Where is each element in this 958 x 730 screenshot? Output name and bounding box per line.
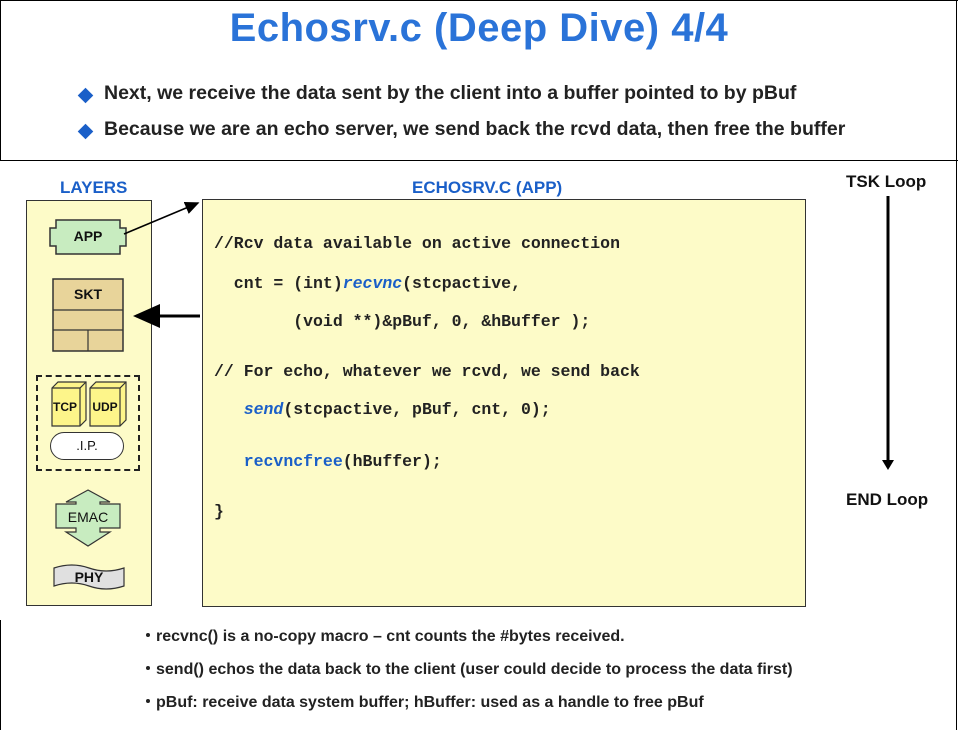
note-dot-icon bbox=[146, 632, 150, 637]
app-layer-box bbox=[49, 219, 127, 255]
tcp-label: TCP bbox=[53, 400, 77, 414]
code-comment-rcv: //Rcv data available on active connectio… bbox=[214, 234, 620, 253]
slide-title: Echosrv.c (Deep Dive) 4/4 bbox=[229, 6, 729, 50]
bullet-diamond-icon bbox=[77, 87, 94, 104]
code-line-recvnc-args: (void **)&pBuf, 0, &hBuffer ); bbox=[214, 312, 591, 331]
phy-layer-box bbox=[53, 564, 125, 590]
app-code-panel bbox=[202, 199, 806, 607]
bullet-1: Next, we receive the data sent by the cl… bbox=[104, 82, 797, 104]
ip-layer-box bbox=[50, 432, 124, 460]
ip-layer-label: .I.P. bbox=[76, 438, 98, 453]
skt-layer-label: SKT bbox=[74, 286, 102, 302]
phy-layer-label: PHY bbox=[74, 569, 104, 585]
note-send: send() echos the data back to the client… bbox=[146, 661, 793, 679]
transport-group bbox=[36, 375, 140, 471]
app-layer-label: APP bbox=[73, 228, 103, 244]
loop-end-label: END Loop bbox=[846, 490, 929, 509]
skt-layer-box bbox=[52, 278, 124, 352]
note-dot-icon bbox=[146, 665, 150, 670]
section-divider bbox=[0, 160, 958, 161]
frame-right-border bbox=[956, 0, 957, 730]
code-line-free: recvncfree(hBuffer); bbox=[243, 452, 442, 471]
code-closing-brace: } bbox=[214, 502, 224, 521]
bullet-2: Because we are an echo server, we send b… bbox=[104, 118, 846, 140]
tcp-udp-boxes bbox=[51, 381, 127, 427]
note-pbuf: pBuf: receive data system buffer; hBuffe… bbox=[146, 694, 704, 712]
app-panel-header: ECHOSRV.C (APP) bbox=[412, 178, 563, 197]
frame-top-border bbox=[0, 0, 958, 1]
loop-start-label: TSK Loop bbox=[846, 172, 927, 191]
code-comment-echo: // For echo, whatever we rcvd, we send b… bbox=[214, 362, 640, 381]
udp-label: UDP bbox=[92, 400, 118, 414]
bullet-diamond-icon bbox=[77, 123, 94, 140]
send-fn: send bbox=[243, 400, 284, 419]
note-recvnc: recvnc() is a no-copy macro – cnt counts… bbox=[146, 628, 625, 646]
frame-left-lower-border bbox=[0, 620, 1, 730]
frame-left-upper-border bbox=[0, 0, 1, 160]
note-dot-icon bbox=[146, 698, 150, 703]
code-line-recvnc: cnt = (int)recvnc(stcpactive, bbox=[214, 274, 521, 293]
recvncfree-fn: recvncfree bbox=[243, 452, 343, 471]
emac-layer-box bbox=[55, 489, 121, 547]
emac-layer-label: EMAC bbox=[67, 509, 109, 525]
layers-header: LAYERS bbox=[60, 178, 128, 197]
recvnc-fn: recvnc bbox=[342, 274, 403, 293]
code-line-send: send(stcpactive, pBuf, cnt, 0); bbox=[243, 400, 551, 419]
